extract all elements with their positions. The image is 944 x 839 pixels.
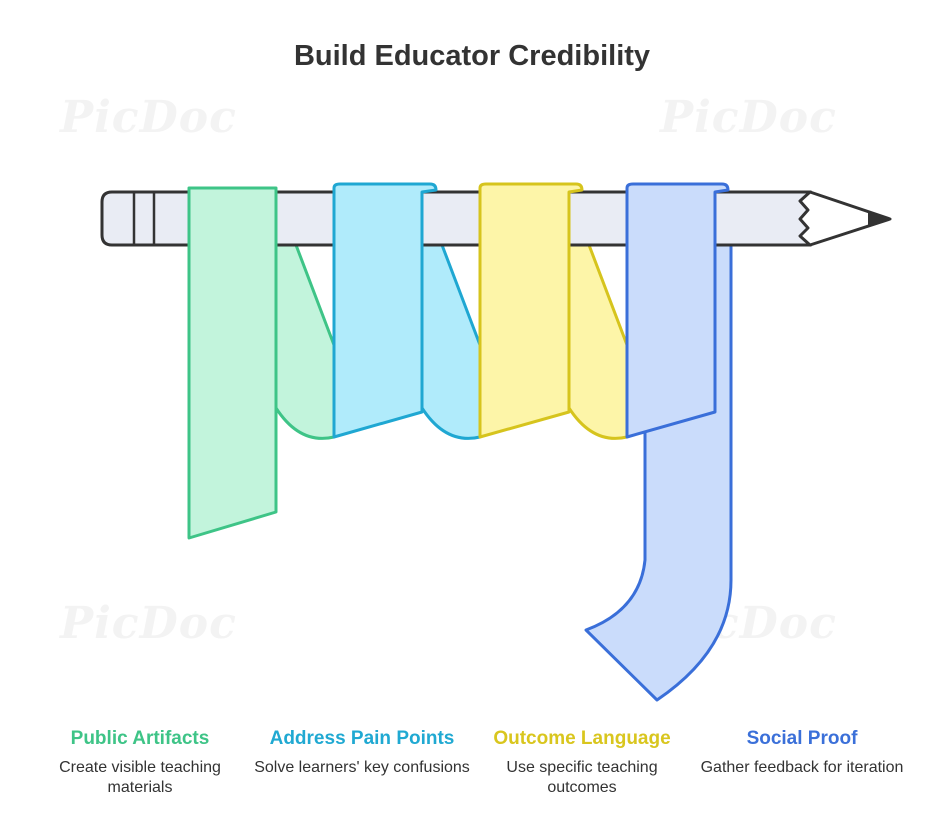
label-title: Public Artifacts bbox=[70, 728, 210, 749]
banner-front-blue bbox=[332, 182, 438, 439]
banner-back-blue bbox=[420, 243, 482, 440]
banner-back-yellow bbox=[567, 243, 629, 440]
banner-front-green bbox=[187, 186, 278, 540]
banner-front-yellow bbox=[478, 182, 584, 439]
banner-front-blue2 bbox=[625, 182, 730, 439]
watermark: PicDoc bbox=[60, 598, 237, 649]
pencil-lead bbox=[868, 212, 890, 226]
pencil-tip bbox=[798, 190, 892, 247]
label-public-artifacts: Public Artifacts Create visible teaching… bbox=[30, 728, 250, 798]
label-outcome-language: Outcome Language Use specific teaching o… bbox=[472, 728, 692, 798]
label-title: Social Proof bbox=[746, 728, 858, 749]
label-description: Solve learners' key confusions bbox=[254, 759, 470, 776]
label-title: Outcome Language bbox=[493, 728, 671, 749]
label-social-proof: Social Proof Gather feedback for iterati… bbox=[692, 728, 912, 778]
diagram-title: Build Educator Credibility bbox=[293, 40, 651, 72]
banner-back-blue-tail bbox=[584, 243, 733, 702]
label-description: Create visible teaching materials bbox=[59, 759, 221, 796]
label-description: Use specific teaching outcomes bbox=[506, 759, 658, 796]
watermark: PicDoc bbox=[60, 92, 237, 143]
label-address-pain-points: Address Pain Points Solve learners' key … bbox=[252, 728, 472, 778]
label-title: Address Pain Points bbox=[269, 728, 455, 749]
label-description: Gather feedback for iteration bbox=[700, 759, 904, 776]
watermark: PicDoc bbox=[660, 92, 837, 143]
banner-back-green bbox=[274, 243, 336, 440]
